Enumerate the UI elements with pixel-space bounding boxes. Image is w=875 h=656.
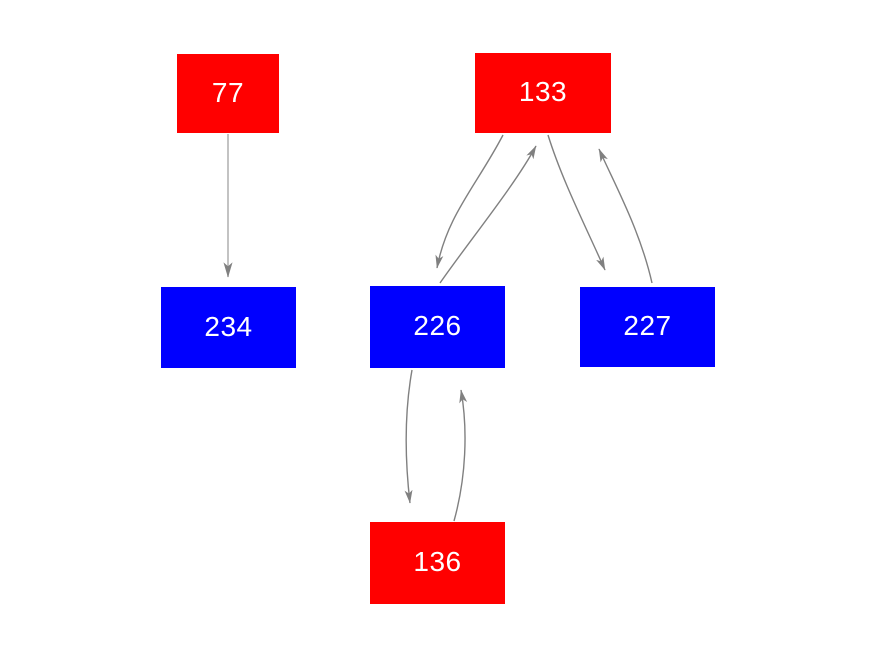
- edge-133-to-227: [547, 134, 606, 271]
- graph-node-136[interactable]: 136: [370, 522, 505, 604]
- graph-node-77[interactable]: 77: [177, 54, 279, 133]
- graph-node-label: 227: [623, 310, 672, 341]
- edge-226-to-136: [404, 369, 413, 504]
- graph-node-label: 136: [413, 546, 462, 577]
- graph-node-227[interactable]: 227: [580, 287, 715, 367]
- graph-node-label: 234: [204, 310, 253, 342]
- graph-node-label: 77: [211, 76, 245, 108]
- edge-136-to-226: [453, 389, 468, 522]
- graph-node-226[interactable]: 226: [370, 286, 505, 368]
- graph-node-label: 226: [413, 310, 462, 341]
- graph-node-133[interactable]: 133: [475, 53, 611, 133]
- graph-node-234[interactable]: 234: [161, 287, 296, 368]
- edge-226-to-133: [439, 145, 537, 284]
- edge-133-to-226: [435, 134, 504, 269]
- edge-227-to-133: [598, 148, 653, 284]
- graph-node-label: 133: [518, 76, 568, 107]
